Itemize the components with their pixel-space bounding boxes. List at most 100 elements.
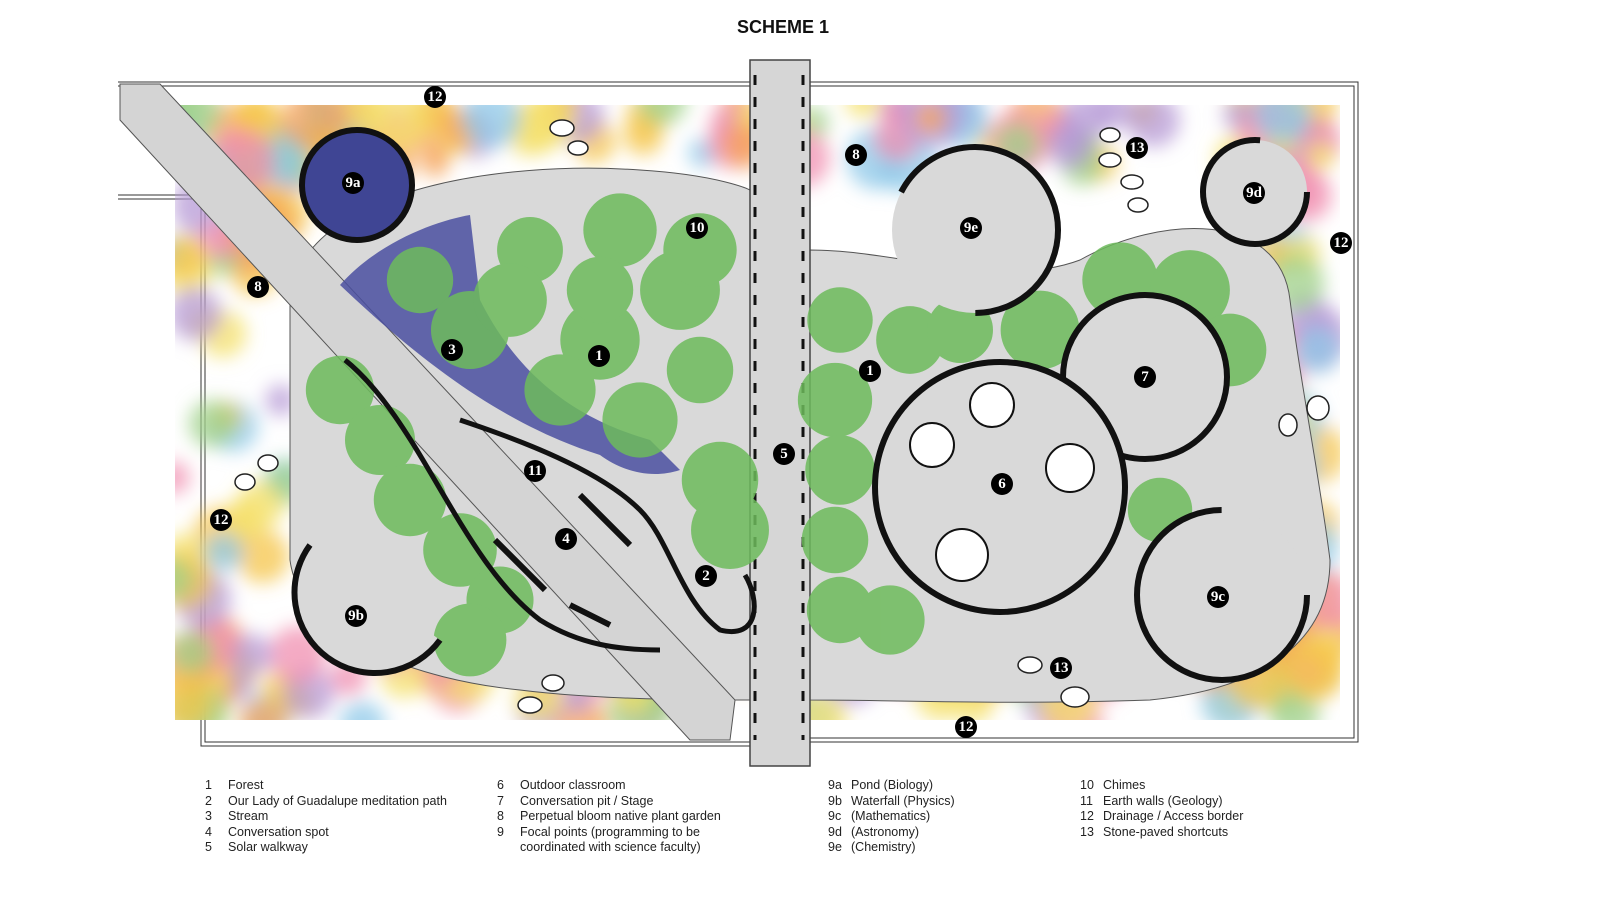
legend-label: Conversation spot: [228, 824, 329, 839]
tree: [433, 603, 507, 677]
marker-3: 3: [441, 339, 463, 361]
tree: [560, 300, 640, 380]
svg-text:11: 11: [528, 463, 542, 479]
legend-label: Drainage / Access border: [1103, 809, 1244, 823]
legend-label: Solar walkway: [228, 840, 308, 854]
svg-text:3: 3: [448, 342, 456, 358]
legend-item: 12 Drainage / Access border: [1080, 809, 1243, 825]
legend-number: 13: [1080, 824, 1094, 839]
svg-text:8: 8: [254, 279, 262, 295]
tree: [566, 256, 634, 324]
site-boundary: [118, 81, 1359, 747]
legend-number: 9b: [828, 793, 842, 808]
marker-10: 10: [686, 217, 708, 239]
legend-number: 4: [205, 824, 212, 839]
legend-number: 3: [205, 809, 212, 823]
legend-number: 9: [497, 824, 504, 839]
tree: [473, 263, 547, 337]
svg-text:9e: 9e: [964, 220, 979, 236]
svg-text:6: 6: [998, 476, 1006, 492]
svg-text:8: 8: [852, 147, 860, 163]
classroom-tables: [909, 382, 1095, 582]
legend-item: 9c (Mathematics): [828, 809, 955, 825]
svg-text:5: 5: [780, 446, 788, 462]
legend-item: 13 Stone-paved shortcuts: [1080, 825, 1243, 841]
plan-title: SCHEME 1: [736, 17, 830, 37]
svg-text:2: 2: [702, 568, 710, 584]
marker-13-bottom: 13: [1050, 657, 1072, 679]
svg-text:9b: 9b: [348, 608, 364, 624]
legend-label: Stone-paved shortcuts: [1103, 824, 1229, 839]
legend-item: 9e (Chemistry): [828, 840, 955, 856]
legend-label: Perpetual bloom native plant garden: [520, 809, 721, 823]
stone-shortcuts: [234, 119, 1330, 714]
legend-item: 4 Conversation spot: [205, 825, 447, 841]
tree: [423, 513, 497, 587]
tree: [801, 506, 869, 574]
tree: [805, 435, 875, 505]
solar-walkway: [749, 59, 811, 767]
marker-12-left: 12: [210, 509, 232, 531]
marker-5: 5: [773, 443, 795, 465]
tree: [666, 336, 734, 404]
tree: [691, 491, 769, 569]
svg-text:9a: 9a: [346, 175, 362, 191]
legend-number: 12: [1080, 809, 1094, 823]
marker-13-top: 13: [1126, 137, 1148, 159]
marker-7: 7: [1134, 366, 1156, 388]
legend-label: Waterfall (Physics): [851, 793, 955, 808]
legend-number: 9d: [828, 824, 842, 839]
legend-item: coordinated with science faculty): [497, 840, 721, 856]
svg-text:12: 12: [428, 89, 443, 105]
waterfall-9b: [291, 543, 443, 676]
tree: [855, 585, 925, 655]
marker-12-bottom: 12: [955, 716, 977, 738]
legend-number: 1: [205, 778, 212, 792]
legend-number: 9a: [828, 778, 842, 792]
legend-item: 1 Forest: [205, 778, 447, 794]
forest: [305, 193, 1267, 677]
marker-1-right: 1: [859, 360, 881, 382]
legend-label: Our Lady of Guadalupe meditation path: [228, 793, 447, 808]
marker-12-top: 12: [424, 86, 446, 108]
svg-text:1: 1: [595, 348, 603, 364]
marker-11: 11: [524, 460, 546, 482]
legend-number: 8: [497, 809, 504, 823]
svg-text:9d: 9d: [1246, 185, 1263, 201]
marker-9e: 9e: [960, 217, 982, 239]
legend-number: 9e: [828, 840, 842, 854]
legend-label: Forest: [228, 778, 264, 792]
marker-9b: 9b: [345, 605, 367, 627]
legend-label: (Chemistry): [851, 840, 916, 854]
legend-label: (Astronomy): [851, 824, 920, 839]
legend-item: 9b Waterfall (Physics): [828, 794, 955, 810]
svg-text:12: 12: [1334, 235, 1349, 251]
legend-label: Conversation pit / Stage: [520, 793, 654, 808]
tree: [1000, 290, 1080, 370]
legend-label: (Mathematics): [851, 809, 931, 823]
legend-column: 1 Forest 2 Our Lady of Guadalupe meditation…: [205, 778, 447, 856]
tree: [807, 287, 873, 353]
svg-text:7: 7: [1141, 369, 1149, 385]
svg-text:13: 13: [1130, 140, 1145, 156]
svg-text:13: 13: [1054, 660, 1069, 676]
legend-number: 9c: [828, 809, 842, 823]
legend-number: 10: [1080, 778, 1094, 792]
marker-4: 4: [555, 528, 577, 550]
tree: [663, 213, 737, 287]
marker-8-left: 8: [247, 276, 269, 298]
tree: [876, 306, 944, 374]
legend-item: 2 Our Lady of Guadalupe meditation path: [205, 794, 447, 810]
svg-text:12: 12: [959, 719, 974, 735]
legend-number: 2: [205, 793, 212, 808]
tree: [524, 354, 596, 426]
svg-text:12: 12: [214, 512, 229, 528]
